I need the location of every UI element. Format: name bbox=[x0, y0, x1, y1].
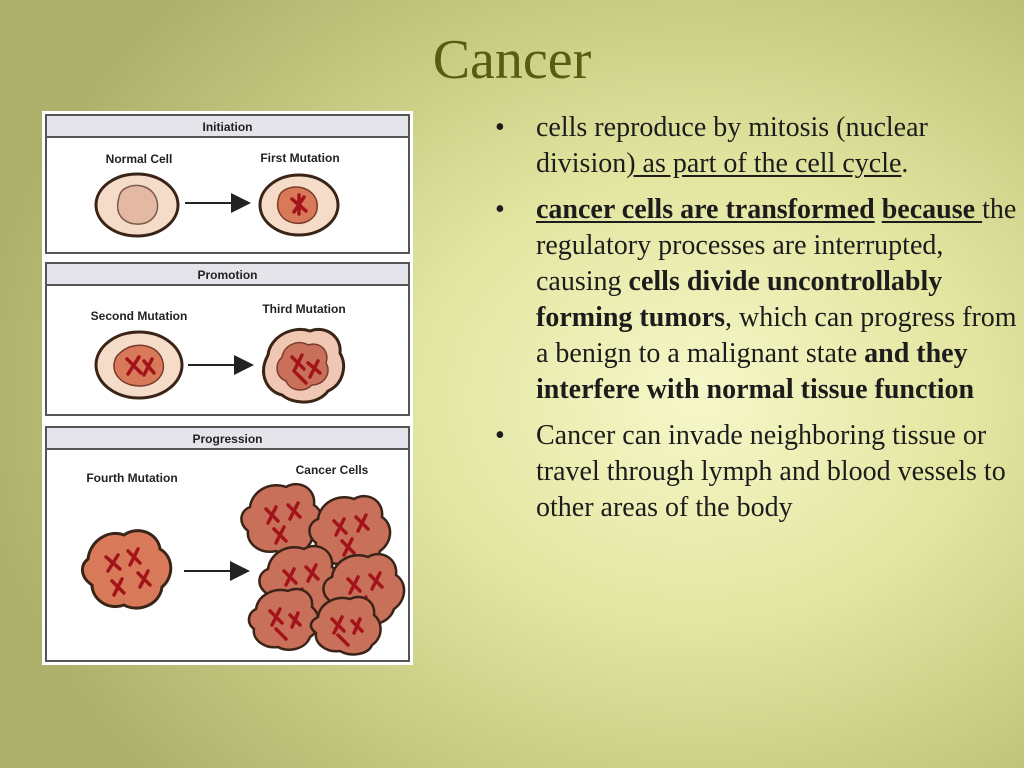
bullet-item: • cancer cells are transformed because th… bbox=[495, 192, 1020, 408]
cancer-cells-cluster bbox=[240, 482, 406, 656]
normal-cell bbox=[94, 172, 180, 238]
panel-frame bbox=[45, 262, 410, 416]
bullet-text-segment: cancer cells are transformed bbox=[536, 194, 875, 225]
bullet-item: • Cancer can invade neighboring tissue or… bbox=[495, 418, 1020, 526]
label-normal-cell: Normal Cell bbox=[106, 152, 173, 166]
panel-initiation: Initiation Normal Cell First Mutation bbox=[45, 114, 410, 254]
bullet-text-segment: cells reproduce by mitosis (nuclear divi… bbox=[536, 112, 928, 179]
chromosome-icon bbox=[290, 193, 308, 216]
cancer-cell bbox=[309, 595, 382, 656]
bullet-text-segment: ) as part of the cell cycle bbox=[626, 148, 902, 179]
label-second-mutation: Second Mutation bbox=[91, 309, 188, 323]
bullet-item: • cells reproduce by mitosis (nuclear div… bbox=[495, 110, 1020, 182]
bullet-text-segment: Cancer can invade neighboring tissue or … bbox=[536, 420, 1006, 523]
cancer-cell bbox=[247, 587, 320, 651]
label-first-mutation: First Mutation bbox=[260, 151, 339, 165]
bullet-dot-icon: • bbox=[495, 112, 505, 143]
panel-header-bar bbox=[45, 114, 410, 138]
cancer-stages-diagram: Initiation Normal Cell First Mutation Pr… bbox=[45, 114, 410, 662]
label-third-mutation: Third Mutation bbox=[262, 302, 345, 316]
bullet-text-segment bbox=[875, 194, 882, 225]
panel-header-progression: Progression bbox=[192, 432, 262, 446]
bullet-dot-icon: • bbox=[495, 194, 505, 225]
panel-header-promotion: Promotion bbox=[198, 268, 258, 282]
slide-title: Cancer bbox=[432, 29, 592, 91]
bullet-text-segment: because bbox=[881, 194, 983, 225]
panel-progression: Progression Fourth Mutation Cancer Cells bbox=[45, 426, 410, 662]
second-mutation-cell bbox=[94, 330, 184, 400]
label-cancer-cells: Cancer Cells bbox=[296, 463, 369, 477]
bullet-text-segment: , which can progress from a benign to a … bbox=[536, 302, 1017, 369]
panel-header-initiation: Initiation bbox=[203, 120, 253, 134]
panel-header-bar bbox=[45, 426, 410, 450]
cancer-cell bbox=[308, 494, 392, 568]
cancer-stages-figure: Initiation Normal Cell First Mutation Pr… bbox=[42, 111, 413, 665]
panel-header-bar bbox=[45, 262, 410, 286]
bullet-text-segment: the regulatory processes are interrupted… bbox=[536, 194, 1017, 297]
label-fourth-mutation: Fourth Mutation bbox=[86, 471, 177, 485]
cancer-cell bbox=[240, 482, 324, 556]
chromosome-icon bbox=[104, 547, 152, 597]
fourth-mutation-cell bbox=[81, 529, 173, 610]
bullet-text-segment: . bbox=[901, 148, 909, 179]
panel-promotion: Promotion Second Mutation Third Mutation bbox=[45, 262, 410, 416]
chromosome-icon bbox=[290, 353, 322, 385]
bullet-dot-icon: • bbox=[495, 420, 505, 451]
bullet-text-segment: and they interfere with normal tissue fu… bbox=[536, 338, 975, 405]
third-mutation-cell bbox=[262, 328, 345, 404]
bullet-text-segment: cells divide uncontrollably forming tumo… bbox=[536, 266, 943, 333]
first-mutation-cell bbox=[258, 173, 340, 237]
bullet-list: • cells reproduce by mitosis (nuclear div… bbox=[495, 110, 1020, 536]
chromosome-icon bbox=[125, 355, 156, 377]
